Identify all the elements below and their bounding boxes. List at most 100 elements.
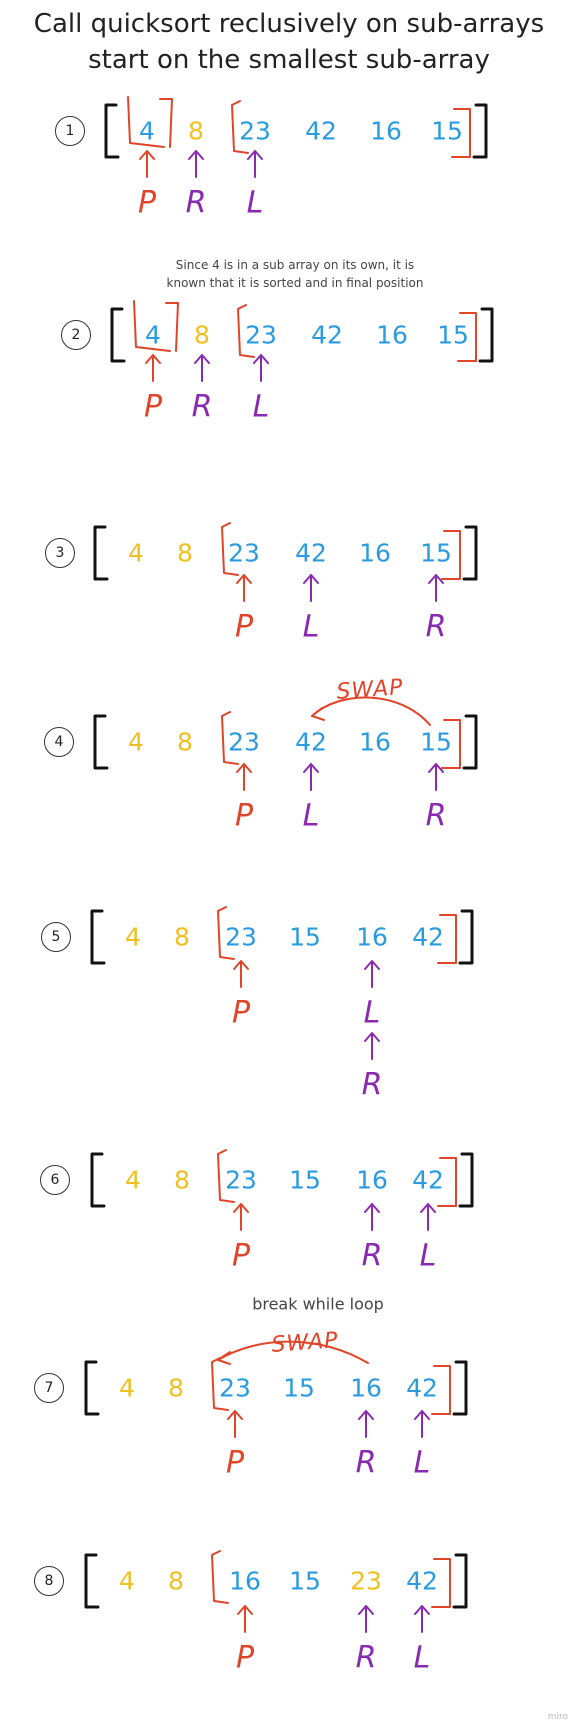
array-value: 4 [119, 1373, 135, 1403]
note-line-2: known that it is sorted and in final pos… [166, 276, 424, 290]
pivot-arrow [233, 1203, 249, 1231]
array-value: 42 [295, 538, 327, 568]
outer-right-bracket [458, 1152, 474, 1208]
array-value: 16 [359, 538, 391, 568]
pointer-arrow [247, 150, 263, 178]
sub-array-left-bracket [221, 711, 239, 765]
outer-left-bracket [84, 1553, 100, 1609]
step-number-circle: 5 [41, 922, 71, 952]
sub-array-right-bracket [441, 530, 461, 580]
array-value: 42 [412, 922, 444, 952]
pivot-arrow [139, 150, 155, 178]
array-value: 8 [174, 1165, 190, 1195]
array-value: 23 [228, 727, 260, 757]
array-value: 23 [228, 538, 260, 568]
array-value: 4 [128, 538, 144, 568]
sub-array-right-bracket [437, 1157, 457, 1207]
array-value: 4 [139, 116, 155, 146]
array-value: 23 [239, 116, 271, 146]
array-value: 15 [289, 922, 321, 952]
array-value: 42 [311, 320, 343, 350]
pointer-label-p: P [235, 1640, 255, 1676]
outer-left-bracket [110, 307, 126, 363]
array-value: 4 [145, 320, 161, 350]
outer-left-bracket [90, 909, 106, 965]
array-value: 16 [356, 1165, 388, 1195]
pointer-arrow [358, 1410, 374, 1438]
array-value: 15 [289, 1566, 321, 1596]
array-value: 23 [219, 1373, 251, 1403]
pointer-arrow [303, 574, 319, 602]
pointer-label-p: P [137, 185, 157, 221]
sub-array-left-bracket [217, 1149, 235, 1203]
sub-array-right-bracket [431, 1365, 451, 1415]
pointer-arrow [253, 354, 269, 382]
array-value: 23 [350, 1566, 382, 1596]
array-value: 23 [225, 1165, 257, 1195]
sub-array-right-bracket [441, 719, 461, 769]
pointer-label-p: P [225, 1445, 245, 1481]
step-number-circle: 6 [40, 1165, 70, 1195]
step-number-circle: 7 [34, 1373, 64, 1403]
pointer-arrow [364, 1032, 380, 1060]
sub-array-right-bracket [431, 1558, 451, 1608]
pointer-label-r: R [185, 185, 207, 221]
swap-arrow-head-step-4 [311, 707, 325, 721]
pointer-label-l: L [413, 1640, 431, 1676]
pointer-label-p: P [231, 1238, 251, 1274]
array-value: 42 [406, 1373, 438, 1403]
array-value: 16 [370, 116, 402, 146]
outer-left-bracket [84, 1360, 100, 1416]
array-value: 8 [168, 1566, 184, 1596]
array-value: 42 [412, 1165, 444, 1195]
outer-right-bracket [472, 103, 488, 159]
pointer-arrow [428, 574, 444, 602]
pivot-arrow [227, 1410, 243, 1438]
step-number-circle: 4 [44, 727, 74, 757]
pointer-label-l: L [363, 995, 381, 1031]
pointer-label-r: R [191, 389, 213, 425]
sub-array-left-bracket [211, 1550, 229, 1604]
pointer-label-p: P [234, 798, 254, 834]
array-value: 23 [225, 922, 257, 952]
array-value: 15 [420, 538, 452, 568]
array-value: 16 [229, 1566, 261, 1596]
sub-array-left-bracket [221, 522, 239, 576]
array-value: 8 [177, 538, 193, 568]
pivot-arrow [233, 960, 249, 988]
pointer-arrow [364, 960, 380, 988]
pointer-label-l: L [252, 389, 270, 425]
pointer-arrow [414, 1410, 430, 1438]
array-value: 15 [289, 1165, 321, 1195]
pointer-arrow [194, 354, 210, 382]
pivot-arrow [236, 574, 252, 602]
outer-right-bracket [462, 525, 478, 581]
pointer-arrow [188, 150, 204, 178]
title-line-2: start on the smallest sub-array [88, 45, 490, 75]
array-value: 8 [168, 1373, 184, 1403]
pointer-label-r: R [361, 1067, 383, 1103]
outer-right-bracket [458, 909, 474, 965]
sub-array-left-bracket [217, 906, 235, 960]
swap-arrow-head-step-7 [217, 1351, 231, 1365]
swap-arrow-step-4 [311, 696, 431, 726]
sub-array-right-bracket [437, 914, 457, 964]
array-value: 4 [125, 1165, 141, 1195]
array-value: 42 [305, 116, 337, 146]
step-number-circle: 8 [34, 1566, 64, 1596]
array-value: 16 [376, 320, 408, 350]
array-value: 8 [188, 116, 204, 146]
pivot-sub-array-right [159, 98, 173, 148]
outer-left-bracket [93, 714, 109, 770]
array-value: 42 [406, 1566, 438, 1596]
pointer-label-r: R [361, 1238, 383, 1274]
pivot-sub-array-left [127, 96, 165, 148]
outer-right-bracket [478, 307, 494, 363]
pointer-label-r: R [425, 798, 447, 834]
array-value: 15 [420, 727, 452, 757]
outer-right-bracket [452, 1553, 468, 1609]
pivot-arrow [237, 1605, 253, 1633]
sub-array-left-bracket [211, 1357, 229, 1411]
pointer-arrow [420, 1203, 436, 1231]
